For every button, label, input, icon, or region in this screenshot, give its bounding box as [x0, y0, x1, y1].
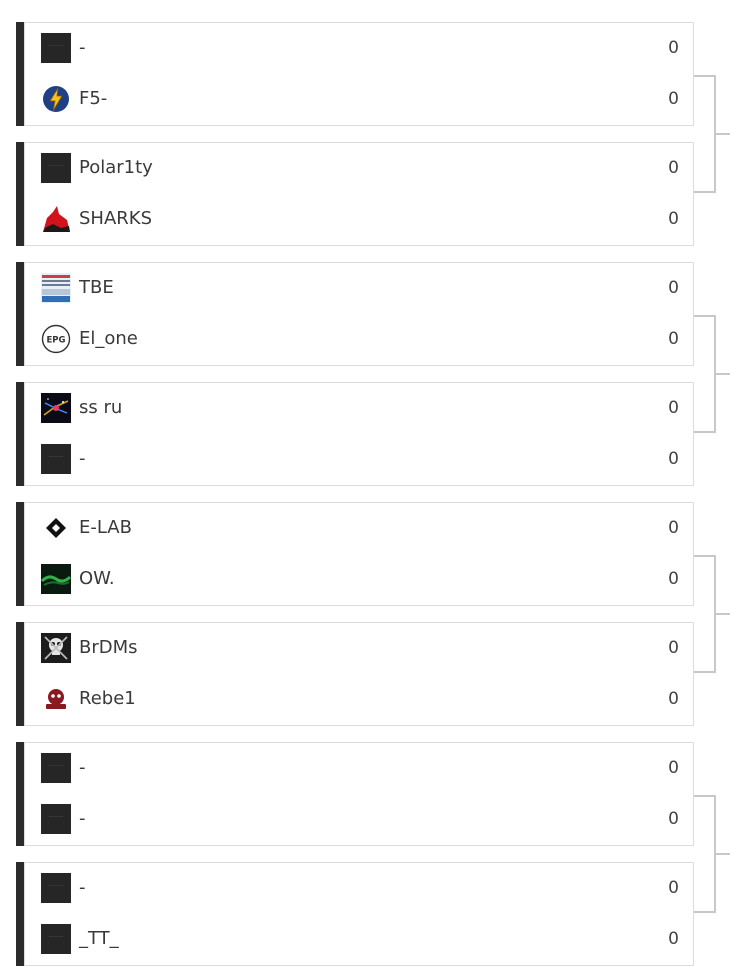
match-card-6[interactable]: BrDMs 0 Rebe1 0	[16, 622, 694, 726]
epg-circle-logo-icon: EPG	[41, 324, 71, 354]
team-score: 0	[668, 878, 679, 898]
default-team-logo-icon	[41, 753, 71, 783]
team-score: 0	[668, 398, 679, 418]
team-score: 0	[668, 89, 679, 109]
bracket-connector	[694, 555, 716, 673]
team-name: -	[79, 877, 86, 898]
team-row[interactable]: - 0	[25, 434, 693, 484]
team-row[interactable]: F5- 0	[25, 74, 693, 124]
space-logo-icon	[41, 393, 71, 423]
team-name: -	[79, 37, 86, 58]
match-card-2[interactable]: Polar1ty 0 SHARKS 0	[16, 142, 694, 246]
team-row[interactable]: _TT_ 0	[25, 914, 693, 964]
bracket-connector-stub	[716, 133, 730, 135]
team-score: 0	[668, 449, 679, 469]
poster-logo-icon	[41, 273, 71, 303]
lightning-ball-logo-icon	[41, 84, 71, 114]
match-box: TBE 0 EPG El_one 0	[24, 262, 694, 366]
team-name: E-LAB	[79, 517, 132, 538]
match-card-4[interactable]: ss ru 0 - 0	[16, 382, 694, 486]
match-box: - 0 _TT_ 0	[24, 862, 694, 966]
svg-text:EPG: EPG	[46, 336, 65, 346]
team-name: ss ru	[79, 397, 123, 418]
match-card-8[interactable]: - 0 _TT_ 0	[16, 862, 694, 966]
team-score: 0	[668, 38, 679, 58]
match-accent-bar	[16, 22, 24, 126]
match-card-5[interactable]: E-LAB 0 OW. 0	[16, 502, 694, 606]
team-name: El_one	[79, 328, 138, 349]
match-accent-bar	[16, 142, 24, 246]
team-name: -	[79, 448, 86, 469]
team-name: SHARKS	[79, 208, 153, 229]
team-name: Polar1ty	[79, 157, 153, 178]
team-name: F5-	[79, 88, 108, 109]
match-box: E-LAB 0 OW. 0	[24, 502, 694, 606]
bracket-connector	[694, 75, 716, 193]
team-name: Rebe1	[79, 688, 136, 709]
match-box: ss ru 0 - 0	[24, 382, 694, 486]
match-accent-bar	[16, 622, 24, 726]
team-score: 0	[668, 929, 679, 949]
team-name: -	[79, 757, 86, 778]
team-row[interactable]: Rebe1 0	[25, 674, 693, 724]
team-row[interactable]: EPG El_one 0	[25, 314, 693, 364]
team-score: 0	[668, 278, 679, 298]
team-name: BrDMs	[79, 637, 138, 658]
team-name: TBE	[79, 277, 114, 298]
match-box: - 0 F5- 0	[24, 22, 694, 126]
team-score: 0	[668, 638, 679, 658]
rebel-badge-logo-icon	[41, 684, 71, 714]
team-score: 0	[668, 518, 679, 538]
team-name: OW.	[79, 568, 115, 589]
team-row[interactable]: TBE 0	[25, 263, 693, 313]
green-wave-logo-icon	[41, 564, 71, 594]
team-row[interactable]: - 0	[25, 743, 693, 793]
team-row[interactable]: ss ru 0	[25, 383, 693, 433]
team-name: _TT_	[79, 928, 119, 949]
bracket-connector-stub	[716, 373, 730, 375]
team-score: 0	[668, 689, 679, 709]
match-card-1[interactable]: - 0 F5- 0	[16, 22, 694, 126]
match-card-3[interactable]: TBE 0 EPG El_one 0	[16, 262, 694, 366]
match-accent-bar	[16, 262, 24, 366]
diamond-logo-icon	[41, 513, 71, 543]
bracket-connector-stub	[716, 853, 730, 855]
match-box: BrDMs 0 Rebe1 0	[24, 622, 694, 726]
team-score: 0	[668, 209, 679, 229]
default-team-logo-icon	[41, 444, 71, 474]
team-score: 0	[668, 158, 679, 178]
match-box: Polar1ty 0 SHARKS 0	[24, 142, 694, 246]
team-score: 0	[668, 809, 679, 829]
team-row[interactable]: Polar1ty 0	[25, 143, 693, 193]
match-box: - 0 - 0	[24, 742, 694, 846]
default-team-logo-icon	[41, 153, 71, 183]
team-score: 0	[668, 569, 679, 589]
team-row[interactable]: E-LAB 0	[25, 503, 693, 553]
skull-logo-icon	[41, 633, 71, 663]
default-team-logo-icon	[41, 33, 71, 63]
team-row[interactable]: BrDMs 0	[25, 623, 693, 673]
team-row[interactable]: - 0	[25, 863, 693, 913]
match-accent-bar	[16, 382, 24, 486]
default-team-logo-icon	[41, 804, 71, 834]
team-score: 0	[668, 329, 679, 349]
match-accent-bar	[16, 862, 24, 966]
team-name: -	[79, 808, 86, 829]
team-row[interactable]: SHARKS 0	[25, 194, 693, 244]
bracket-connector-stub	[716, 613, 730, 615]
team-row[interactable]: - 0	[25, 23, 693, 73]
bracket-connector	[694, 795, 716, 913]
default-team-logo-icon	[41, 924, 71, 954]
red-shark-logo-icon	[41, 204, 71, 234]
match-accent-bar	[16, 742, 24, 846]
bracket-connector	[694, 315, 716, 433]
default-team-logo-icon	[41, 873, 71, 903]
team-row[interactable]: - 0	[25, 794, 693, 844]
match-accent-bar	[16, 502, 24, 606]
match-card-7[interactable]: - 0 - 0	[16, 742, 694, 846]
team-score: 0	[668, 758, 679, 778]
team-row[interactable]: OW. 0	[25, 554, 693, 604]
